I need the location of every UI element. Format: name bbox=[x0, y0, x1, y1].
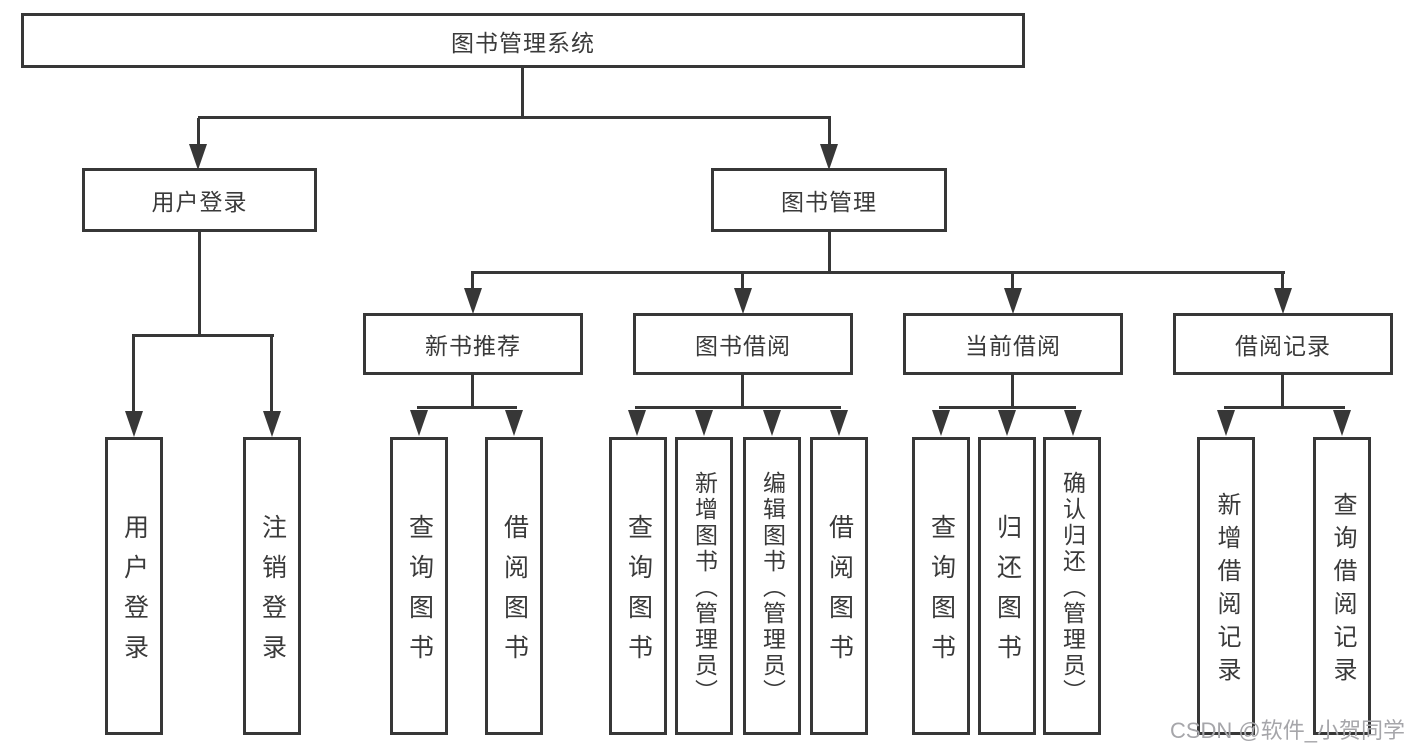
leaf-return-book: 归还图书 bbox=[978, 437, 1036, 735]
connector-line bbox=[1224, 406, 1345, 409]
leaf-current-query-book: 查询图书 bbox=[912, 437, 970, 735]
arrowhead-icon bbox=[695, 410, 713, 436]
connector-line bbox=[198, 232, 201, 336]
node-label: 当前借阅 bbox=[965, 333, 1061, 359]
connector-line bbox=[1011, 375, 1014, 408]
leaf-confirm-return-admin: 确认归还（管理员） bbox=[1043, 437, 1101, 735]
connector-line bbox=[417, 406, 517, 409]
leaf-label: 借阅图书 bbox=[500, 513, 529, 674]
arrowhead-icon bbox=[932, 410, 950, 436]
leaf-label: 编辑图书（管理员） bbox=[759, 470, 786, 705]
arrowhead-icon bbox=[505, 410, 523, 436]
connector-line bbox=[521, 68, 524, 118]
connector-line bbox=[132, 336, 135, 412]
leaf-label: 查询借阅记录 bbox=[1329, 491, 1356, 690]
connector-line bbox=[635, 406, 841, 409]
node-system-root: 图书管理系统 bbox=[21, 13, 1025, 68]
connector-line bbox=[1281, 375, 1284, 408]
leaf-recommend-query-book: 查询图书 bbox=[390, 437, 448, 735]
node-label: 图书管理系统 bbox=[451, 29, 595, 56]
leaf-borrow-query-book: 查询图书 bbox=[609, 437, 667, 735]
leaf-label: 新增借阅记录 bbox=[1213, 491, 1240, 690]
node-new-book-recommend: 新书推荐 bbox=[363, 313, 583, 375]
connector-line bbox=[741, 375, 744, 408]
connector-line bbox=[270, 336, 273, 412]
leaf-label: 借阅图书 bbox=[825, 513, 854, 674]
leaf-label: 新增图书（管理员） bbox=[691, 470, 718, 705]
arrowhead-icon bbox=[830, 410, 848, 436]
leaf-borrow-book: 借阅图书 bbox=[810, 437, 868, 735]
connector-line bbox=[132, 334, 274, 337]
arrowhead-icon bbox=[628, 410, 646, 436]
connector-line bbox=[1281, 271, 1284, 291]
connector-line bbox=[741, 271, 744, 291]
node-label: 借阅记录 bbox=[1235, 333, 1331, 359]
arrowhead-icon bbox=[1004, 288, 1022, 314]
arrowhead-icon bbox=[1274, 288, 1292, 314]
arrowhead-icon bbox=[763, 410, 781, 436]
connector-line bbox=[939, 406, 1076, 409]
connector-line bbox=[471, 375, 474, 408]
node-book-borrow: 图书借阅 bbox=[633, 313, 853, 375]
arrowhead-icon bbox=[734, 288, 752, 314]
connector-line bbox=[471, 271, 474, 291]
arrowhead-icon bbox=[410, 410, 428, 436]
leaf-label: 查询图书 bbox=[405, 513, 434, 674]
arrowhead-icon bbox=[1217, 410, 1235, 436]
arrowhead-icon bbox=[820, 144, 838, 170]
leaf-user-login: 用户登录 bbox=[105, 437, 163, 735]
connector-line bbox=[471, 271, 1285, 274]
node-book-manage: 图书管理 bbox=[711, 168, 947, 232]
leaf-logout: 注销登录 bbox=[243, 437, 301, 735]
leaf-label: 用户登录 bbox=[120, 513, 149, 674]
connector-line bbox=[828, 118, 831, 146]
connector-line bbox=[197, 118, 200, 146]
connector-line bbox=[198, 116, 831, 119]
node-label: 新书推荐 bbox=[425, 333, 521, 359]
node-label: 用户登录 bbox=[151, 189, 248, 215]
leaf-label: 查询图书 bbox=[624, 513, 653, 674]
arrowhead-icon bbox=[1333, 410, 1351, 436]
node-current-borrow: 当前借阅 bbox=[903, 313, 1123, 375]
leaf-label: 归还图书 bbox=[993, 513, 1022, 674]
leaf-label: 查询图书 bbox=[927, 513, 956, 674]
leaf-label: 确认归还（管理员） bbox=[1059, 470, 1086, 705]
arrowhead-icon bbox=[189, 144, 207, 170]
arrowhead-icon bbox=[1064, 410, 1082, 436]
leaf-edit-book-admin: 编辑图书（管理员） bbox=[743, 437, 801, 735]
leaf-label: 注销登录 bbox=[258, 513, 287, 674]
connector-line bbox=[828, 232, 831, 273]
arrowhead-icon bbox=[263, 411, 281, 437]
watermark: CSDN @软件_小贺同学 bbox=[1169, 718, 1405, 743]
leaf-query-borrow-record: 查询借阅记录 bbox=[1313, 437, 1371, 735]
node-user-login: 用户登录 bbox=[82, 168, 317, 232]
leaf-recommend-borrow-book: 借阅图书 bbox=[485, 437, 543, 735]
node-label: 图书管理 bbox=[781, 189, 877, 215]
leaf-add-book-admin: 新增图书（管理员） bbox=[675, 437, 733, 735]
connector-line bbox=[1011, 271, 1014, 291]
arrowhead-icon bbox=[464, 288, 482, 314]
node-borrow-record: 借阅记录 bbox=[1173, 313, 1393, 375]
node-label: 图书借阅 bbox=[695, 333, 791, 359]
arrowhead-icon bbox=[998, 410, 1016, 436]
arrowhead-icon bbox=[125, 411, 143, 437]
leaf-add-borrow-record: 新增借阅记录 bbox=[1197, 437, 1255, 735]
